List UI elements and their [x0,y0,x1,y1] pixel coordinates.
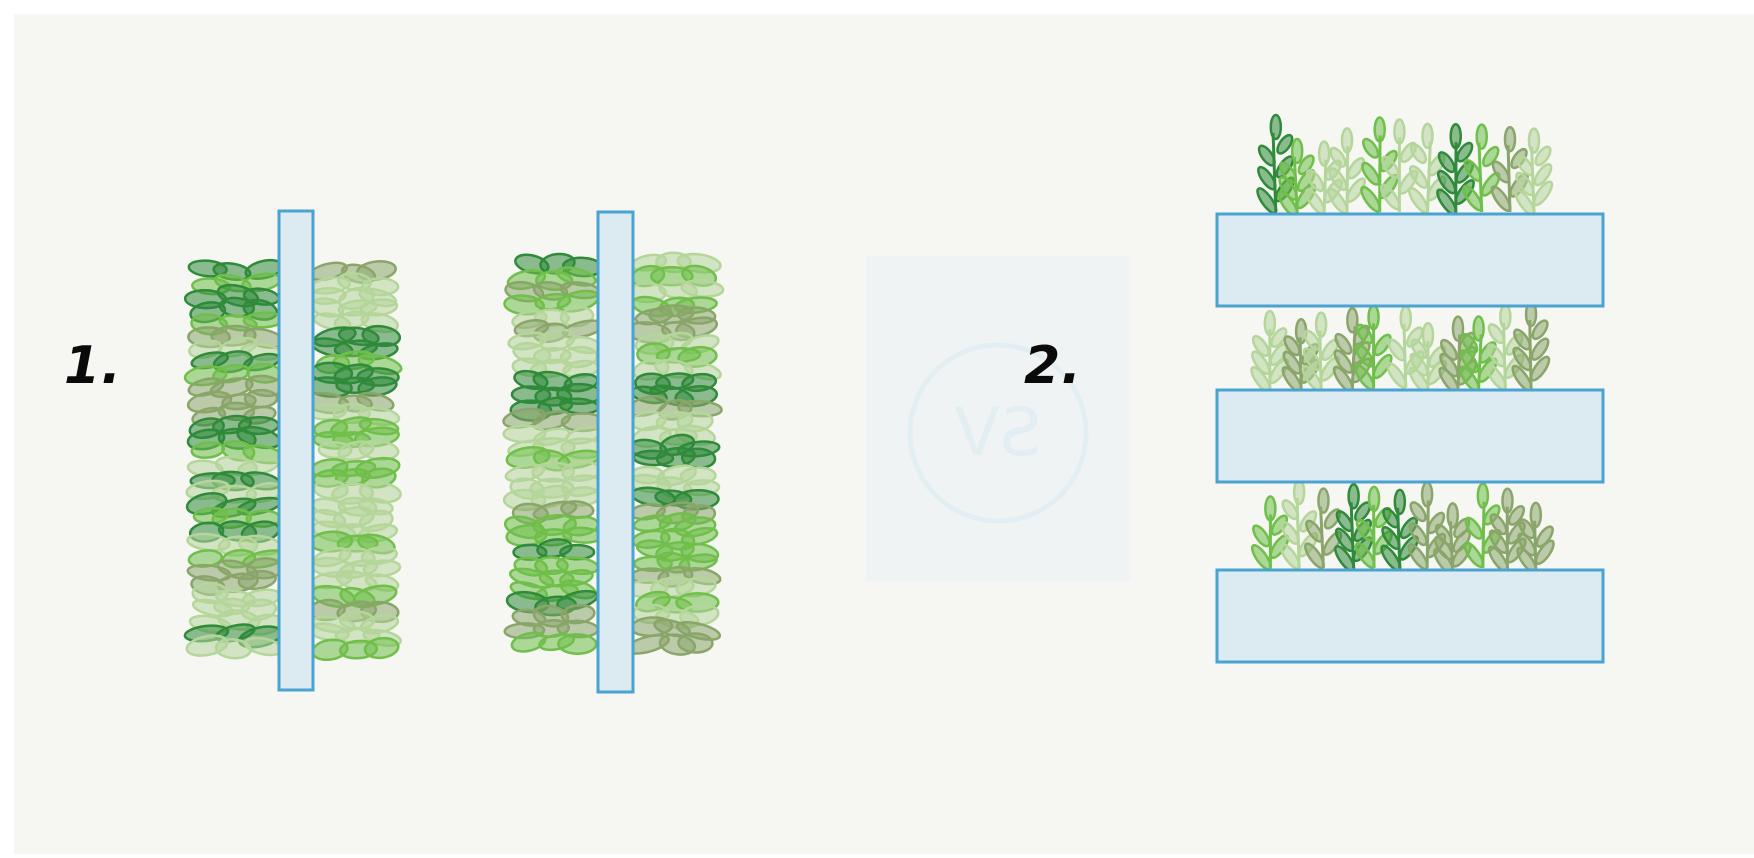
leaf-icon [1505,127,1515,151]
leaf-icon [1294,480,1304,504]
leaf-icon [1478,484,1488,508]
leaf-icon [1529,129,1539,153]
leaf-icon [1271,115,1281,139]
leaf-icon [1318,489,1328,513]
leaf-icon [1316,313,1326,337]
vertical-pipe [598,212,633,692]
leaf-icon [1375,118,1385,142]
leaf-icon [1395,490,1405,514]
vertical-pipe-planter-left [184,211,403,690]
leaf-icon [1422,124,1432,148]
design-label-one: 1. [64,336,122,396]
vertical-pipe-planter-right [502,212,724,692]
plant-stem [1324,160,1326,212]
leaf-icon [1423,323,1433,347]
leaf-icon [1474,317,1484,341]
leaf-icon [1502,489,1512,513]
vertical-pipe [279,211,313,690]
leaf-icon [1347,308,1357,332]
leaf-icon [1292,139,1302,163]
leaf-icon [1319,142,1329,166]
leaf-icon [1369,487,1379,511]
leaf-icon [1265,497,1275,521]
horizontal-trough-planter [1217,115,1603,662]
leaf-icon [1451,124,1461,148]
leaf-icon [678,633,712,653]
leaf-icon [1394,120,1404,144]
leaf-icon [1422,482,1432,506]
leaf-icon [1342,128,1352,152]
trough-middle [1217,390,1603,482]
leaf-icon [1401,306,1411,330]
trough-top [1217,214,1603,306]
design-label-two: 2. [1024,336,1082,396]
svg-text:SV: SV [954,394,1041,471]
watermark-logo-icon: SV [866,256,1131,581]
leaf-icon [1349,484,1359,508]
leaf-icon [1448,503,1458,527]
leaf-icon [1265,311,1275,335]
leaf-icon [1500,305,1510,329]
leaf-icon [1477,125,1487,149]
leaf-icon [1531,503,1541,527]
leaf-icon [1369,305,1379,329]
trough-bottom [1217,570,1603,662]
